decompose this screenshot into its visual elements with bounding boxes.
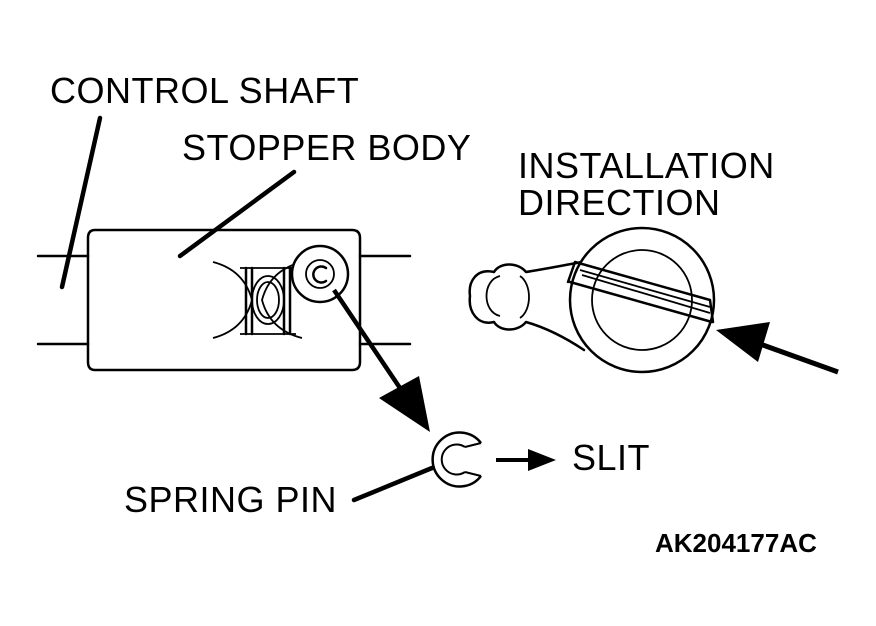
- slit-label: SLIT: [572, 437, 650, 478]
- control-shaft-leader-line: [59, 115, 103, 290]
- control-shaft: [36, 254, 412, 346]
- control-shaft-label: CONTROL SHAFT: [50, 70, 359, 111]
- installation-direction-label-line2: DIRECTION: [518, 182, 721, 223]
- spring-pin-leader-line: [351, 465, 435, 503]
- removal-arrow: [332, 288, 430, 432]
- stopper-body-label: STOPPER BODY: [182, 127, 471, 168]
- installation-direction-arrow: [716, 322, 839, 375]
- installed-spring-pin: [290, 244, 350, 304]
- installation-direction-view: [468, 226, 716, 374]
- figure-code: AK204177AC: [655, 528, 817, 558]
- spring-pin: [431, 431, 482, 488]
- stopper-body-leader-line: [177, 169, 297, 259]
- installation-direction-label-line1: INSTALLATION: [518, 145, 775, 186]
- stopper-body: [86, 228, 362, 372]
- slit-arrow: [496, 449, 556, 471]
- spring-pin-label: SPRING PIN: [124, 479, 337, 520]
- stopper-bore: [212, 261, 303, 339]
